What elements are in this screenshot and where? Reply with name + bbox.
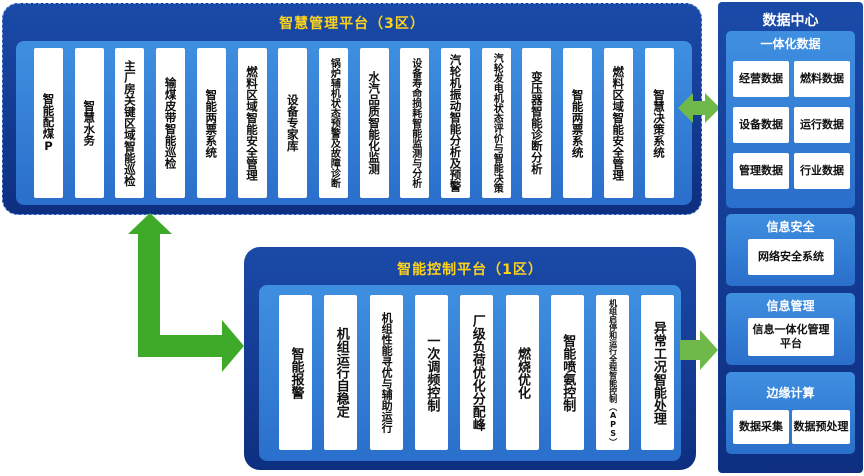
top-item-label: 燃料区域智能安全管理 <box>245 65 259 181</box>
bottom-item-7: 智能喷氨控制 <box>550 295 584 450</box>
bottom-item-8: 机组启停和运行全程智能控制（APS） <box>596 295 630 450</box>
bottom-item-label: 异常工况智能处理 <box>650 320 666 425</box>
edge-cell-1: 数据采集 <box>733 410 789 444</box>
bottom-item-1: 智能报警 <box>279 295 312 450</box>
data-center: 数据中心 一体化数据 经营数据 燃料数据 设备数据 运行数据 管理数据 行业数据… <box>718 2 863 473</box>
integration-cell-3: 设备数据 <box>733 107 789 143</box>
top-item-label: 燃料区域智能安全管理 <box>611 65 626 181</box>
top-platform-title: 智慧管理平台（3区） <box>279 16 425 32</box>
top-item-14: 智能两票系统 <box>563 48 593 198</box>
bottom-item-2: 机组运行自稳定 <box>324 295 358 450</box>
top-item-label: 水汽品质智能化监测 <box>367 71 382 175</box>
bottom-item-5: 厂级负荷优化分配峰 <box>460 295 494 450</box>
top-item-16: 智慧决策系统 <box>644 48 674 198</box>
bottom-item-label: 一次调频控制 <box>424 333 440 412</box>
top-item-label: 智能配煤P <box>41 93 56 153</box>
bottom-platform: 智能控制平台（1区） 智能报警 机组运行自稳定 机组性能寻优与辅助运行 一次调频控制 厂… <box>244 247 696 470</box>
top-item-label: 变压器智能诊断分析 <box>529 71 544 175</box>
data-center-title: 数据中心 <box>762 13 819 29</box>
top-item-label: 主厂房关键区域智能巡检 <box>122 59 137 187</box>
top-item-1: 智能配煤P <box>34 48 63 198</box>
edge-cell-2: 数据预处理 <box>792 410 850 444</box>
bottom-item-label: 机组运行自稳定 <box>333 327 349 418</box>
top-item-label: 设备专家库 <box>285 94 300 152</box>
top-item-5: 智能两票系统 <box>196 48 226 198</box>
security-cell: 网络安全系统 <box>748 239 834 275</box>
top-item-label: 汽轮发电机状态评价与智能决策 <box>491 53 503 193</box>
management-section: 信息管理 信息一体化管理平台 <box>726 293 855 365</box>
top-item-label: 汽轮机振动智能分析及预警 <box>448 54 463 192</box>
bottom-platform-title: 智能控制平台（1区） <box>397 262 543 278</box>
integration-cell-1: 经营数据 <box>733 61 789 97</box>
bottom-item-6: 燃烧优化 <box>505 295 539 450</box>
bottom-item-label: 智能喷氨控制 <box>560 333 576 412</box>
management-title: 信息管理 <box>766 299 815 313</box>
top-item-10: 设备寿命损耗智能监测与分析 <box>400 48 430 198</box>
integration-cell-4: 运行数据 <box>794 107 850 143</box>
top-item-label: 智慧决策系统 <box>652 88 666 158</box>
edge-title: 边缘计算 <box>766 386 815 400</box>
integration-section: 一体化数据 经营数据 燃料数据 设备数据 运行数据 管理数据 行业数据 <box>726 31 855 208</box>
top-item-label: 输煤皮带智能巡检 <box>163 77 178 169</box>
top-item-label: 智能两票系统 <box>570 88 585 158</box>
top-item-6: 燃料区域智能安全管理 <box>237 48 267 198</box>
top-platform-inner: 智能配煤P 智慧水务 主厂房关键区域智能巡检 输煤皮带智能巡检 智能两票系统 燃料区域智能… <box>16 41 692 205</box>
integration-cell-6: 行业数据 <box>794 153 850 189</box>
bottom-item-3: 机组性能寻优与辅助运行 <box>369 295 403 450</box>
security-title: 信息安全 <box>766 220 815 234</box>
top-item-3: 主厂房关键区域智能巡检 <box>115 48 145 198</box>
top-item-8: 锅炉辅机状态预警及故障诊断 <box>318 48 348 198</box>
top-item-4: 输煤皮带智能巡检 <box>156 48 186 198</box>
bottom-item-label: 智能报警 <box>288 346 304 399</box>
integration-cell-2: 燃料数据 <box>794 61 850 97</box>
management-cell: 信息一体化管理平台 <box>748 318 834 356</box>
top-item-label: 锅炉辅机状态预警及故障诊断 <box>328 58 340 188</box>
top-item-11: 汽轮机振动智能分析及预警 <box>441 48 470 198</box>
l-arrow <box>128 213 244 372</box>
bottom-platform-inner: 智能报警 机组运行自稳定 机组性能寻优与辅助运行 一次调频控制 厂级负荷优化分配峰 燃烧优… <box>259 285 681 461</box>
top-item-15: 燃料区域智能安全管理 <box>603 48 633 198</box>
bottom-item-label: 燃烧优化 <box>515 346 530 399</box>
bottom-item-4: 一次调频控制 <box>414 295 448 450</box>
top-item-2: 智慧水务 <box>74 48 104 198</box>
security-section: 信息安全 网络安全系统 <box>726 214 855 286</box>
top-item-13: 变压器智能诊断分析 <box>522 48 552 198</box>
top-item-label: 智能两票系统 <box>204 88 219 158</box>
edge-section: 边缘计算 数据采集 数据预处理 <box>726 372 855 454</box>
bottom-item-label: 机组启停和运行全程智能控制（APS） <box>608 299 618 446</box>
top-item-label: 智慧水务 <box>82 100 97 146</box>
bottom-item-label: 厂级负荷优化分配峰 <box>469 314 485 431</box>
top-item-label: 设备寿命损耗智能监测与分析 <box>409 58 421 188</box>
bottom-item-label: 机组性能寻优与辅助运行 <box>380 312 394 433</box>
top-item-7: 设备专家库 <box>278 48 308 198</box>
integration-title: 一体化数据 <box>760 37 821 51</box>
top-item-12: 汽轮发电机状态评价与智能决策 <box>481 48 511 198</box>
bottom-item-9: 异常工况智能处理 <box>641 295 675 450</box>
integration-cell-5: 管理数据 <box>733 153 789 189</box>
top-item-9: 水汽品质智能化监测 <box>359 48 389 198</box>
